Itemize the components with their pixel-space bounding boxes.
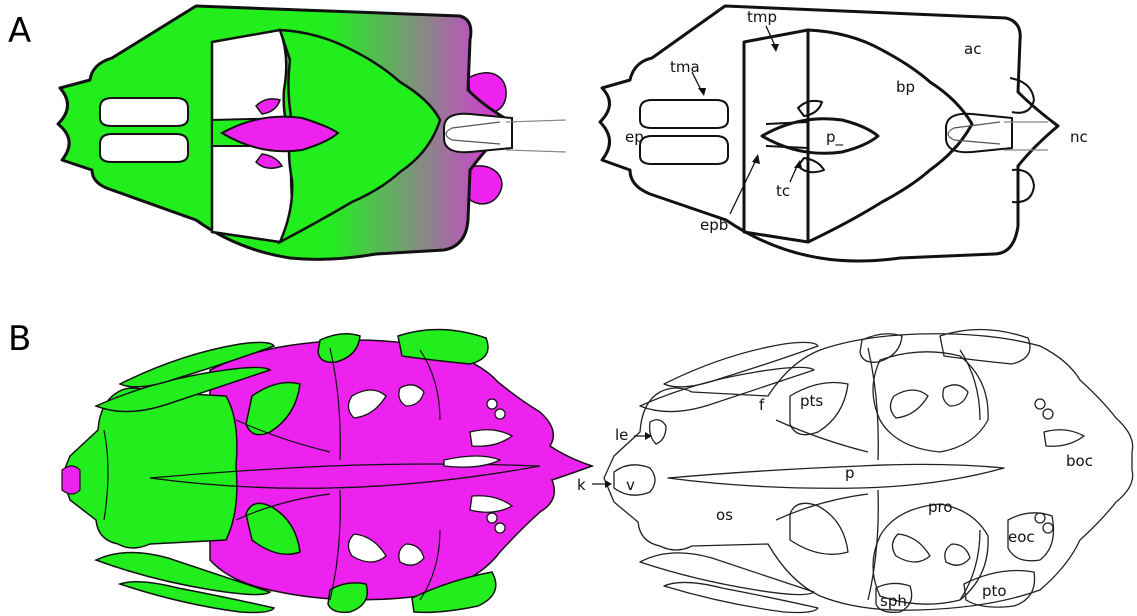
fenestra-anterior-lower-outline bbox=[640, 136, 728, 164]
label-p-b: p bbox=[845, 464, 855, 482]
fenestra-anterior-lower bbox=[100, 134, 188, 162]
label-pts: pts bbox=[800, 392, 823, 410]
epb-pointer-head bbox=[752, 154, 760, 164]
opening-5-outline bbox=[892, 534, 930, 562]
panel-a-letter: A bbox=[8, 11, 31, 51]
tma-pointer-head bbox=[698, 88, 706, 96]
orbit-upper-outline bbox=[873, 352, 988, 452]
notochord-line-bottom bbox=[506, 150, 566, 152]
label-tmp: tmp bbox=[747, 8, 777, 26]
foramen-outline-4 bbox=[1043, 523, 1053, 533]
opening-3-outline bbox=[1044, 430, 1084, 447]
plate-upper-posterior-outline bbox=[860, 334, 902, 363]
label-v: v bbox=[626, 476, 635, 494]
label-p: p_ bbox=[826, 128, 844, 147]
le-structure bbox=[650, 420, 666, 444]
magenta-snout-tip bbox=[62, 466, 80, 494]
green-anterior-block bbox=[62, 388, 237, 548]
notochord-inner-outline bbox=[948, 122, 1000, 144]
label-pto: pto bbox=[982, 582, 1007, 600]
foramen-outline-1 bbox=[1035, 399, 1045, 409]
opening-2-outline bbox=[943, 385, 968, 406]
label-tc: tc bbox=[776, 182, 790, 200]
small-foramen-1 bbox=[487, 399, 497, 409]
central-opening-outline bbox=[744, 30, 808, 242]
le-pointer-head bbox=[645, 432, 652, 440]
panel-b-colored-skull bbox=[62, 329, 592, 612]
label-eoc: eoc bbox=[1008, 528, 1035, 546]
orbit-lower-outline bbox=[873, 504, 988, 604]
label-pro: pro bbox=[928, 498, 953, 516]
k-pointer-head bbox=[605, 480, 612, 488]
panel-a-colored-skull bbox=[58, 6, 566, 259]
foramen-outline-3 bbox=[1035, 513, 1045, 523]
small-lobe-lower-outline bbox=[798, 158, 824, 172]
fenestra-anterior-upper bbox=[100, 98, 188, 126]
label-boc: boc bbox=[1066, 452, 1093, 470]
notochord-opening bbox=[444, 114, 512, 152]
opening-6-outline bbox=[945, 544, 970, 565]
lateral-blob-lower-outline bbox=[1012, 170, 1034, 202]
parietal-outline bbox=[668, 464, 1004, 488]
label-ac: ac bbox=[964, 40, 981, 58]
fenestra-anterior-upper-outline bbox=[640, 100, 728, 128]
opening-1-outline bbox=[890, 390, 928, 418]
panel-b-outline-skull: f pts le k v p boc os pro eoc sph pto bbox=[577, 329, 1133, 612]
panel-a-outline-skull: tmp tma ac bp ep p_ nc tc epb bbox=[600, 6, 1088, 261]
label-f: f bbox=[759, 396, 765, 414]
label-k: k bbox=[577, 476, 586, 494]
small-foramen-3 bbox=[487, 513, 497, 523]
label-os: os bbox=[716, 506, 733, 524]
label-tma: tma bbox=[670, 58, 700, 76]
green-plate-lower-posterior bbox=[328, 583, 367, 612]
label-sph: sph bbox=[880, 592, 907, 610]
label-bp: bp bbox=[896, 78, 915, 96]
tmp-pointer-head bbox=[771, 44, 779, 52]
small-foramen-2 bbox=[495, 409, 505, 419]
label-nc: nc bbox=[1070, 128, 1088, 146]
foramen-outline-2 bbox=[1043, 409, 1053, 419]
small-lobe-upper-outline bbox=[798, 101, 822, 116]
label-ep: ep bbox=[625, 128, 644, 146]
panel-b-letter: B bbox=[8, 319, 31, 359]
label-le: le bbox=[615, 426, 628, 444]
label-epb: epb bbox=[700, 216, 728, 234]
notochord-line-top bbox=[506, 120, 566, 122]
small-foramen-4 bbox=[495, 523, 505, 533]
